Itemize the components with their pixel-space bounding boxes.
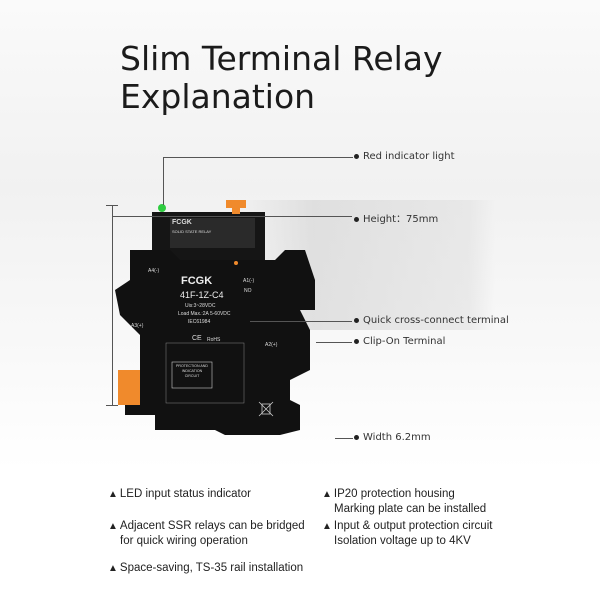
width-leader <box>335 438 353 439</box>
clip-on-leader <box>316 342 352 343</box>
annotation-width: Width 6.2mm <box>354 432 431 443</box>
orange-clip-bottom <box>118 370 140 405</box>
triangle-up-icon: ▲ <box>322 521 332 532</box>
triangle-up-icon: ▲ <box>322 489 332 500</box>
height-bracket-top <box>106 205 118 206</box>
circuit-outline <box>165 342 245 404</box>
orange-dot <box>234 261 238 265</box>
triangle-up-icon: ▲ <box>108 521 118 532</box>
device-rohs-mark: RoHS <box>207 337 221 343</box>
dot-icon <box>354 317 359 323</box>
device-circuit-label: PROTECTION AND INDICATION CIRCUIT <box>176 364 208 378</box>
circuit-box <box>171 361 213 389</box>
dot-icon <box>354 338 359 344</box>
relay-product-image <box>115 200 315 435</box>
device-model: 41F-1Z-C4 <box>180 290 224 300</box>
annotation-height: Height：75mm <box>354 210 438 225</box>
feature-text: Input & output protection circuit <box>333 520 493 532</box>
annotation-clip-on: Clip-On Terminal <box>354 336 445 347</box>
relay-base <box>115 250 315 435</box>
feature-3: ▲Adjacent SSR relays can be bridged for q… <box>108 519 305 548</box>
title-line-1: Slim Terminal Relay <box>120 39 443 78</box>
annotation-text: Clip-On Terminal <box>363 336 446 347</box>
terminal-a1: A1(-) <box>243 278 255 284</box>
page-title: Slim Terminal Relay Explanation <box>120 40 443 116</box>
terminal-a4: A4(-) <box>148 268 160 274</box>
terminal-no: NO <box>244 288 252 294</box>
height-leader <box>112 216 352 217</box>
feature-text: Space-saving, TS-35 rail installation <box>119 562 304 574</box>
feature-text: IP20 protection housing <box>333 488 455 500</box>
recycle-bin-icon <box>258 401 274 417</box>
indicator-leader-v <box>163 157 164 205</box>
height-bracket-bottom <box>106 405 118 406</box>
annotation-red-indicator: Red indicator light <box>354 151 455 162</box>
indicator-leader-h <box>163 157 353 158</box>
annotation-text: Red indicator light <box>363 151 455 162</box>
device-top-brand: FCGK <box>172 219 192 226</box>
triangle-up-icon: ▲ <box>108 489 118 500</box>
device-ce-mark: CE <box>192 335 202 342</box>
feature-text: Adjacent SSR relays can be bridged <box>119 520 305 532</box>
feature-text-2: for quick wiring operation <box>120 535 248 547</box>
device-spec-3: IEC61984 <box>188 319 211 325</box>
feature-text-2: Isolation voltage up to 4KV <box>334 535 471 547</box>
feature-text: LED input status indicator <box>119 488 251 500</box>
annotation-text: Quick cross-connect terminal <box>363 315 509 326</box>
annotation-text: Height：75mm <box>363 214 439 225</box>
device-spec-2: Load Max.:2A 5-60VDC <box>178 311 231 317</box>
top-label-plate <box>170 218 255 248</box>
led-indicator <box>158 204 166 212</box>
title-line-2: Explanation <box>120 77 316 116</box>
device-spec-1: Uis:3~28VDC <box>185 303 216 309</box>
dot-icon <box>354 434 359 440</box>
device-brand: FCGK <box>181 275 213 287</box>
annotation-cross-connect: Quick cross-connect terminal <box>354 315 509 326</box>
feature-text-2: Marking plate can be installed <box>334 503 487 515</box>
dot-icon <box>354 216 359 222</box>
cross-connect-leader <box>250 321 352 322</box>
feature-5: ▲Space-saving, TS-35 rail installation <box>108 561 303 576</box>
device-top-label: SOLID STATE RELAY <box>172 229 212 234</box>
triangle-up-icon: ▲ <box>108 563 118 574</box>
terminal-a2: A2(+) <box>265 342 278 348</box>
annotation-text: Width 6.2mm <box>363 432 431 443</box>
dot-icon <box>354 153 359 159</box>
orange-clip-top <box>226 200 246 214</box>
feature-1: ▲LED input status indicator <box>108 487 251 502</box>
height-bracket <box>112 205 113 405</box>
terminal-a3: A3(+) <box>131 323 144 329</box>
